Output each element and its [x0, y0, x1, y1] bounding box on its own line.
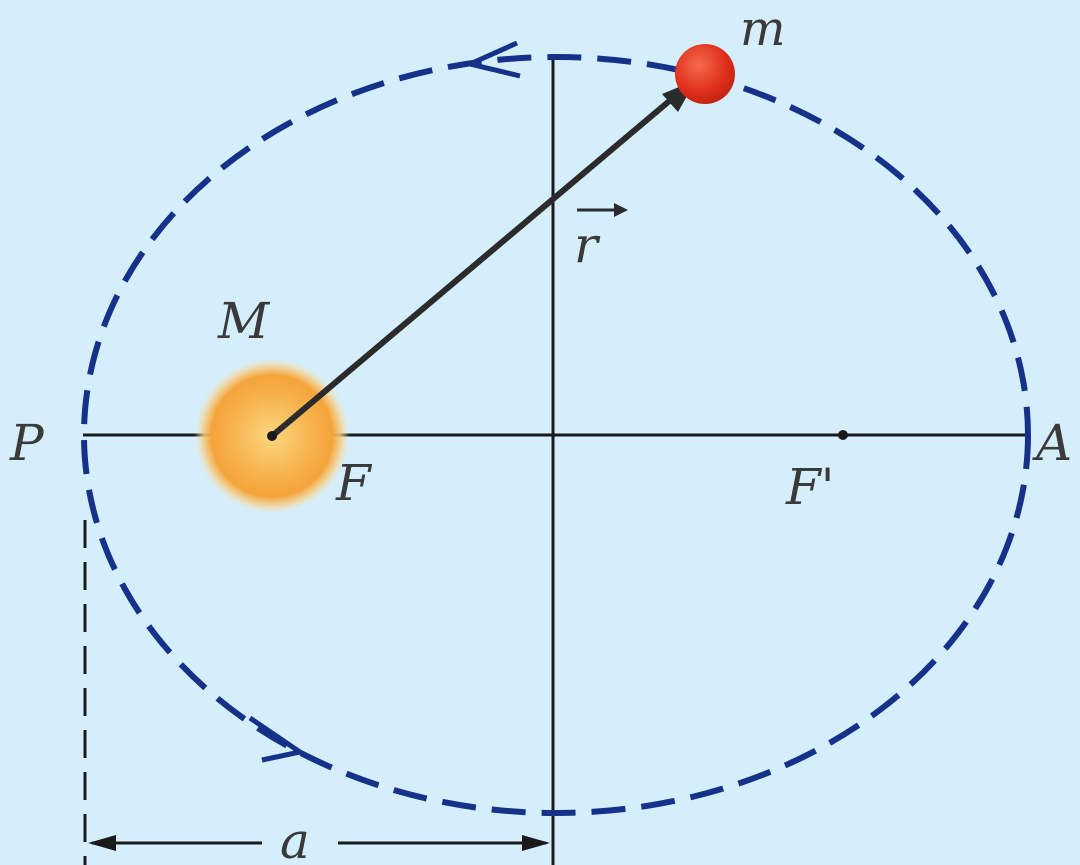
semi-major-axis-label: a [280, 812, 310, 865]
radius-vector-line [270, 89, 682, 439]
semi-major-arrowhead-left [88, 835, 116, 851]
orbit-path [81, 54, 1031, 816]
vector-arrow-overline-head [614, 203, 628, 217]
orbit-direction-arrow-top [462, 40, 521, 79]
semi-major-arrowhead-right [522, 835, 550, 851]
central-mass-label: M [217, 292, 271, 350]
other-focus-point [838, 430, 848, 440]
orbit-direction-arrow-bottom [248, 715, 307, 763]
radius-vector-label: r [574, 216, 601, 274]
orbiting-mass-label: m [740, 1, 786, 57]
focus-point [267, 431, 277, 441]
perihelion-label: P [9, 414, 45, 472]
planet-icon [675, 44, 735, 104]
focus-label: F [335, 454, 373, 512]
other-focus-label: F' [785, 458, 834, 516]
aphelion-label: A [1032, 414, 1072, 472]
